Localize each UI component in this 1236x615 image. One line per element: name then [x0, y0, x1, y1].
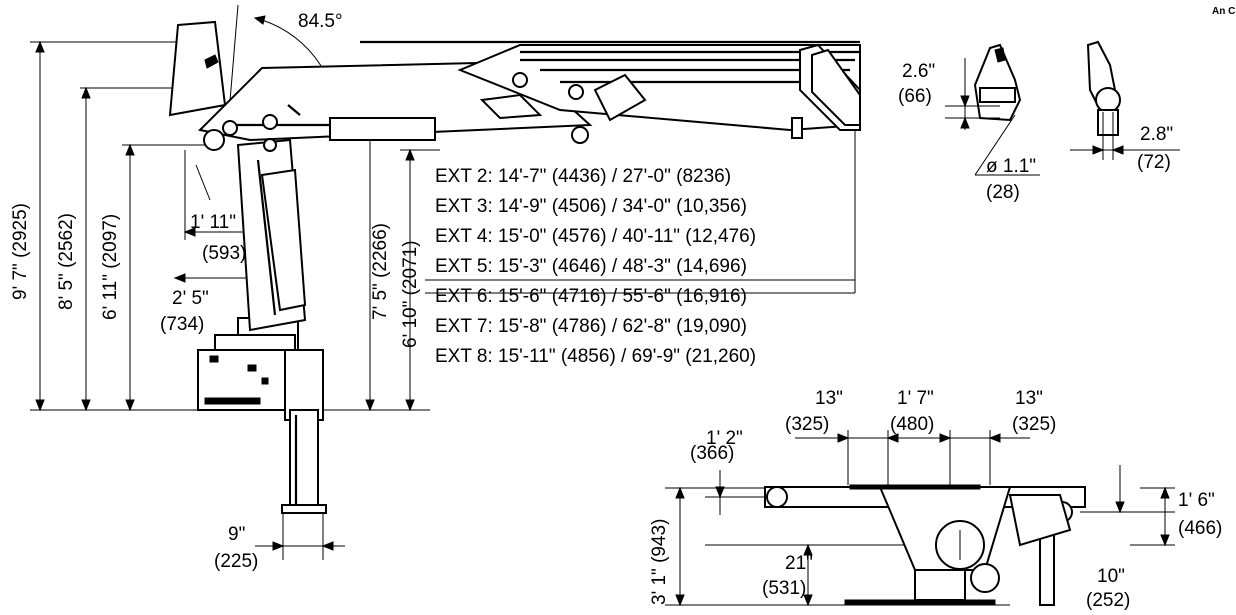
base-right-upper-ft: 1' 6" — [1178, 490, 1215, 511]
angle-label: 84.5° — [298, 11, 343, 32]
height-boom-label: 7' 5" (2266) — [370, 223, 391, 320]
base-right-lower-mm: (252) — [1086, 590, 1130, 611]
ext-2: EXT 2: 14'-7" (4436) / 27'-0" (8236) — [435, 166, 731, 187]
hook-width-in: 2.8" — [1140, 124, 1173, 145]
pivot-offset-mm: (593) — [202, 243, 246, 264]
base-center-mm: (531) — [762, 578, 806, 599]
column-offset-mm: (734) — [160, 314, 204, 335]
hook-gap-mm: (66) — [898, 86, 932, 107]
height-labels: 9' 7" (2925) 8' 5" (2562) 6' 11" (2097) … — [10, 203, 421, 348]
base-right-lower-in: 10" — [1097, 566, 1125, 587]
hook-detail — [945, 40, 1180, 176]
base-height-label: 3' 1" (943) — [649, 519, 670, 605]
foot-width-in: 9" — [228, 524, 245, 545]
base-view — [665, 430, 1175, 607]
pivot-offset-ft: 1' 11" — [190, 212, 236, 233]
corner-text: An C — [1212, 6, 1235, 17]
base-top-center-mm: (480) — [890, 414, 934, 435]
base-top-left-in: 13" — [815, 388, 843, 409]
base-top-center-in: 1' 7" — [897, 388, 934, 409]
ext-6: EXT 6: 15'-6" (4716) / 55'-6" (16,916) — [435, 286, 747, 307]
column-offset-ft: 2' 5" — [172, 288, 209, 309]
base-right-upper-mm: (466) — [1178, 518, 1222, 539]
base-top-right-in: 13" — [1015, 388, 1043, 409]
crane-side-view — [30, 4, 861, 560]
hook-pin-in: ø 1.1" — [986, 156, 1036, 177]
hook-pin-mm: (28) — [986, 182, 1020, 203]
base-top-left-mm: (325) — [785, 414, 829, 435]
base-left-offset-mm: (366) — [690, 443, 734, 464]
ext-7: EXT 7: 15'-8" (4786) / 62'-8" (19,090) — [435, 316, 747, 337]
ext-4: EXT 4: 15'-0" (4576) / 40'-11" (12,476) — [435, 226, 756, 247]
ext-3: EXT 3: 14'-9" (4506) / 34'-0" (10,356) — [435, 196, 747, 217]
extension-list: EXT 2: 14'-7" (4436) / 27'-0" (8236) EXT… — [425, 130, 856, 367]
height-overall-label: 9' 7" (2925) — [10, 203, 31, 300]
ext-5: EXT 5: 15'-3" (4646) / 48'-3" (14,696) — [435, 256, 747, 277]
base-center-in: 21" — [785, 553, 813, 574]
height-pivot-label: 8' 5" (2562) — [56, 213, 77, 310]
hook-width-mm: (72) — [1137, 152, 1171, 173]
hook-gap-in: 2.6" — [902, 61, 935, 82]
height-column-label: 6' 11" (2097) — [100, 214, 121, 320]
base-left-offset-ft: 1' 2" — [706, 428, 743, 449]
height-jib-label: 6' 10" (2071) — [400, 240, 421, 348]
ext-8: EXT 8: 15'-11" (4856) / 69'-9" (21,260) — [435, 346, 756, 367]
base-top-right-mm: (325) — [1012, 414, 1056, 435]
foot-width-mm: (225) — [214, 551, 258, 572]
